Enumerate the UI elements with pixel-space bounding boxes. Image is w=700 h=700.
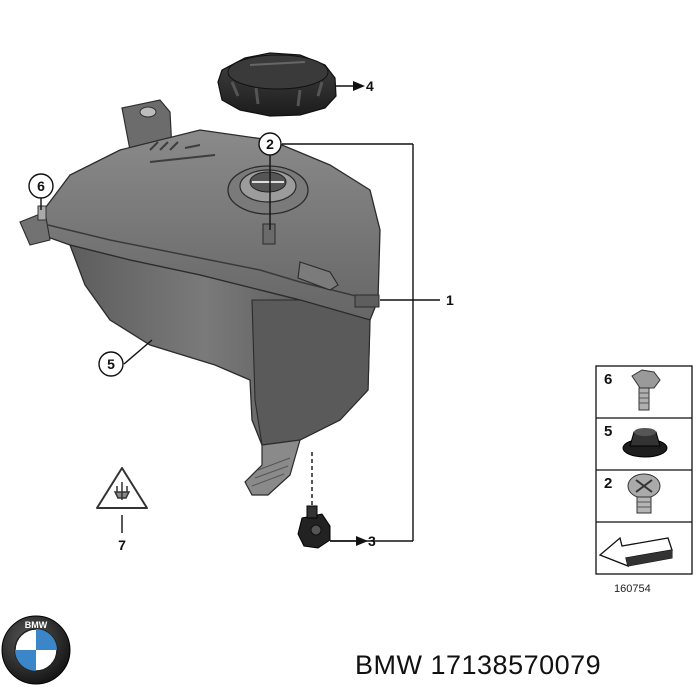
expansion-tank [19, 99, 381, 496]
callout-5-label: 5 [107, 356, 115, 372]
diagram-number: 160754 [614, 583, 651, 595]
level-sensor [297, 505, 331, 549]
expansion-tank-cap [217, 52, 337, 117]
footer-part-title: BMW 17138570079 [355, 650, 601, 680]
callout-1: 1 [446, 292, 454, 308]
callout-5: 5 [98, 351, 124, 377]
callout-7: 7 [118, 537, 126, 553]
grommet-icon [622, 428, 668, 458]
bmw-logo-icon: BMW [1, 615, 71, 685]
callout-4-label: 4 [366, 78, 374, 94]
plug-screw-icon [627, 473, 661, 514]
callout-4: 4 [366, 78, 374, 94]
legend-row-5-label: 5 [604, 423, 612, 440]
callout-3-label: 3 [368, 533, 376, 549]
callout-6-label: 6 [37, 178, 45, 194]
legend-row-2-label: 2 [604, 475, 612, 492]
callout-1-label: 1 [446, 292, 454, 308]
legend-panel: 6 5 2 [595, 365, 693, 575]
electrical-warning-icon [96, 467, 148, 509]
callout-7-label: 7 [118, 537, 126, 553]
callout-3: 3 [368, 533, 376, 549]
leader-lines [40, 85, 440, 542]
callout-2: 2 [258, 132, 282, 156]
bolt-icon [631, 369, 661, 411]
callout-2-label: 2 [266, 136, 274, 152]
callout-6: 6 [28, 173, 54, 199]
direction-arrow-icon [598, 536, 673, 568]
bmw-logo-lettering: BMW [25, 620, 48, 630]
legend-row-6-label: 6 [604, 371, 612, 388]
